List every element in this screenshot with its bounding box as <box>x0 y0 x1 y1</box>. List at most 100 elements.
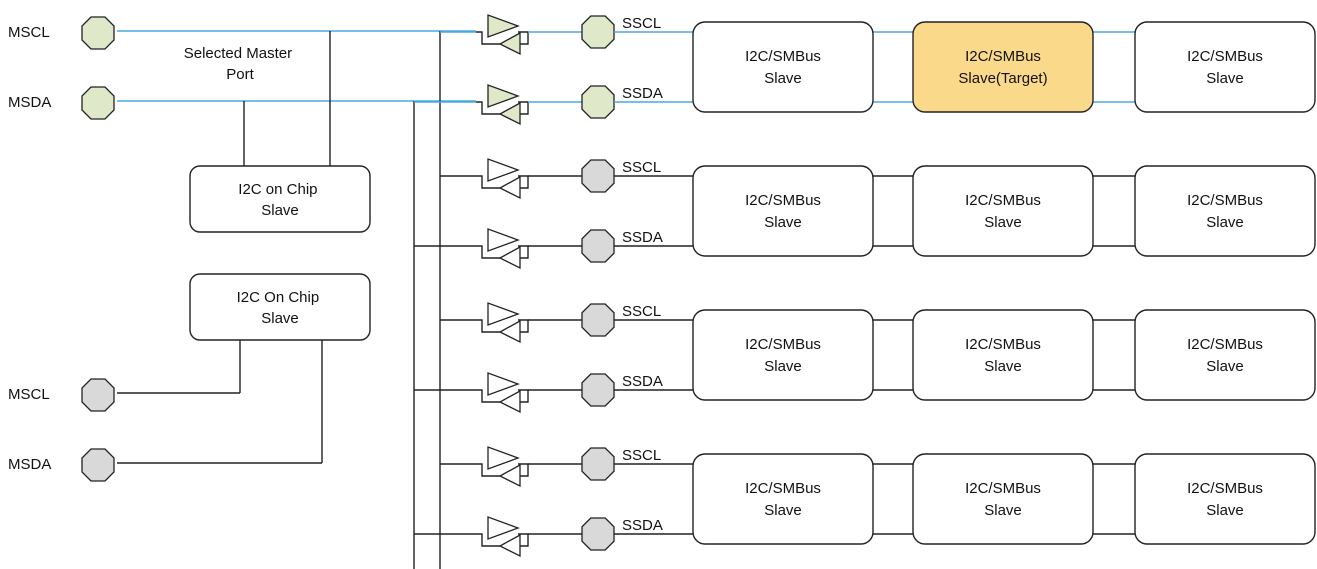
slave-port-connector <box>581 303 615 337</box>
ssda-label: SSDA <box>622 85 663 102</box>
master-port-connector <box>81 86 115 120</box>
slave-label-line: Slave <box>1206 358 1244 375</box>
bidirectional-buffer <box>476 516 529 558</box>
sscl-label: SSCL <box>622 447 661 464</box>
slave-label-line: Slave <box>764 502 802 519</box>
slave-label-line: Slave(Target) <box>958 70 1047 87</box>
bidirectional-buffer <box>476 84 529 126</box>
slave-port-connector <box>581 517 615 551</box>
slave-label-line: Slave <box>1206 214 1244 231</box>
bidirectional-buffer <box>476 372 529 414</box>
slave-label-line: Slave <box>984 358 1022 375</box>
master-wiring <box>117 30 476 569</box>
slave-port-connector <box>581 229 615 263</box>
slave-label-line: Slave <box>764 70 802 87</box>
sscl-label: SSCL <box>622 303 661 320</box>
master-port-label: MSDA <box>8 94 51 111</box>
master-port-label: MSCL <box>8 24 50 41</box>
svg-text:I2C on Chip Slave: I2C on Chip Slave <box>238 181 321 219</box>
selected-master-caption-line: Selected Master <box>184 45 292 62</box>
on-chip-slave-label: I2C on Chip <box>238 181 317 198</box>
master-port-label: MSCL <box>8 386 50 403</box>
master-port-connector <box>81 16 115 50</box>
on-chip-slave-label: I2C On Chip <box>237 289 320 306</box>
slave-label-line: I2C/SMBus <box>965 480 1041 497</box>
slave-port-connector <box>581 85 615 119</box>
slave-label-line: Slave <box>1206 70 1244 87</box>
master-port-connector <box>81 378 115 412</box>
sscl-label: SSCL <box>622 159 661 176</box>
slave-label-line: I2C/SMBus <box>1187 192 1263 209</box>
slave-label-line: I2C/SMBus <box>745 192 821 209</box>
svg-text:I2C On Chip Slave: I2C On Chip Slave <box>237 289 324 327</box>
slave-label-line: Slave <box>984 214 1022 231</box>
sscl-label: SSCL <box>622 15 661 32</box>
slave-port-connector <box>581 447 615 481</box>
on-chip-slave-label: Slave <box>261 310 299 327</box>
slave-label-line: I2C/SMBus <box>745 480 821 497</box>
bidirectional-buffer <box>476 446 529 488</box>
bidirectional-buffer <box>476 14 529 56</box>
slave-label-line: Slave <box>764 214 802 231</box>
ssda-label: SSDA <box>622 373 663 390</box>
master-port-connector <box>81 448 115 482</box>
bidirectional-buffer <box>476 158 529 200</box>
master-port-connectors <box>81 16 115 482</box>
slave-port-connector <box>581 159 615 193</box>
slave-label-line: I2C/SMBus <box>1187 48 1263 65</box>
selected-master-caption-line: Port <box>226 66 254 83</box>
slave-label-line: Slave <box>984 502 1022 519</box>
on-chip-slave: I2C on Chip Slave <box>189 165 371 233</box>
bidirectional-buffer <box>476 302 529 344</box>
ssda-label: SSDA <box>622 229 663 246</box>
slave-label-line: I2C/SMBus <box>965 192 1041 209</box>
selected-master-caption: Selected Master Port <box>184 45 297 83</box>
slave-label-line: I2C/SMBus <box>1187 480 1263 497</box>
slave-label-line: Slave <box>1206 502 1244 519</box>
slave-label-line: I2C/SMBus <box>1187 336 1263 353</box>
slave-label-line: I2C/SMBus <box>745 336 821 353</box>
slave-port-connector <box>581 373 615 407</box>
on-chip-slave: I2C On Chip Slave <box>189 273 371 341</box>
bidirectional-buffer <box>476 228 529 270</box>
master-port-label: MSDA <box>8 456 51 473</box>
slave-label-line: I2C/SMBus <box>745 48 821 65</box>
slave-label-line: Slave <box>764 358 802 375</box>
on-chip-slave-label: Slave <box>261 202 299 219</box>
master-port-labels: MSCL MSDA MSCL MSDA <box>8 24 51 473</box>
slave-label-line: I2C/SMBus <box>965 48 1041 65</box>
slave-label-line: I2C/SMBus <box>965 336 1041 353</box>
slave-port-connector <box>581 15 615 49</box>
ssda-label: SSDA <box>622 517 663 534</box>
